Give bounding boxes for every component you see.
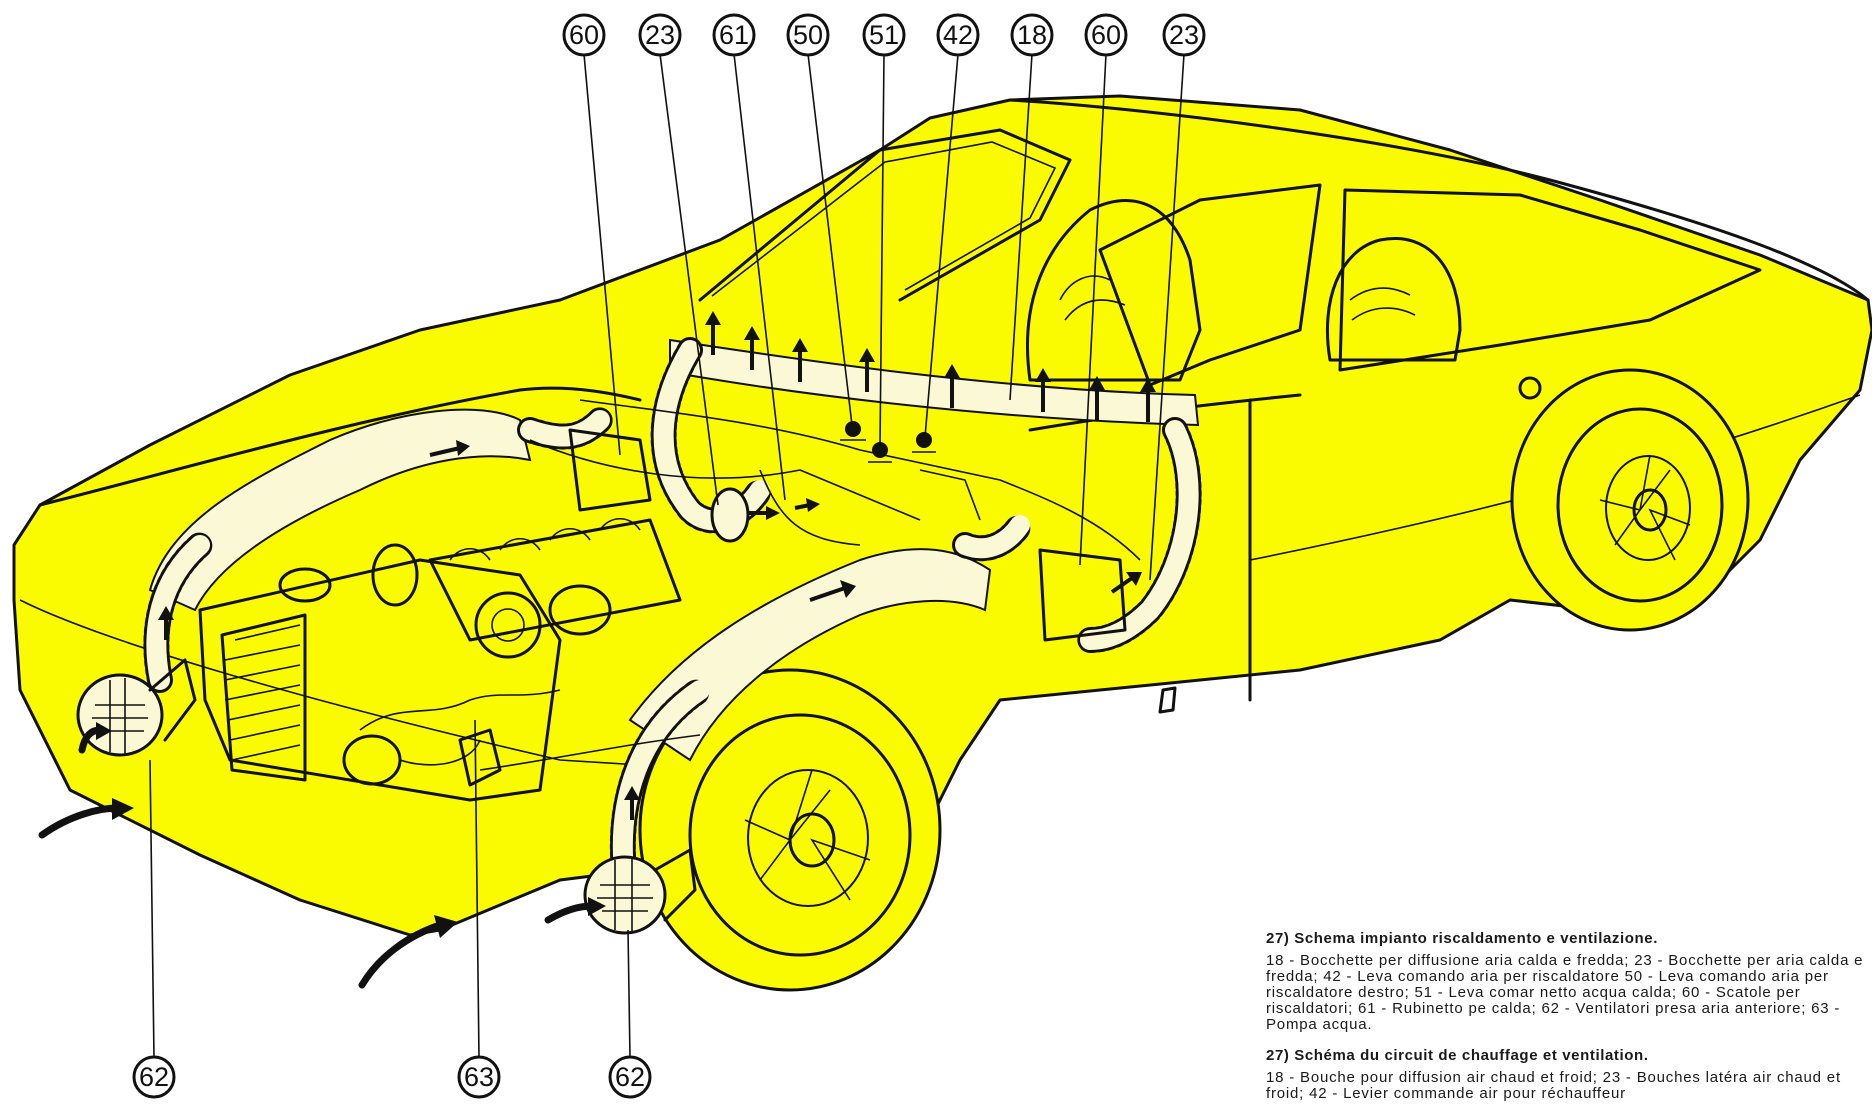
airflow-arrows: [158, 311, 1156, 820]
engine-bay: [198, 517, 682, 802]
callout-label: 60: [569, 20, 599, 50]
callout-42: 42: [936, 13, 980, 57]
callout-62-left: 62: [132, 1055, 176, 1099]
control-levers: [840, 421, 936, 463]
callout-label: 63: [464, 1062, 494, 1092]
diagram-caption: 27) Schema impianto riscaldamento e vent…: [1266, 930, 1872, 1108]
right-air-duct: [628, 548, 992, 762]
callout-63: 63: [457, 1055, 501, 1099]
callout-18: 18: [1010, 13, 1054, 57]
callout-label: 51: [869, 20, 899, 50]
air-intake-arrows: [38, 722, 606, 989]
callout-50: 50: [786, 13, 830, 57]
bumper-line: [19, 599, 641, 766]
callout-label: 23: [645, 20, 675, 50]
control-cables: [479, 399, 1141, 771]
windshield-frame: [698, 128, 1072, 302]
side-window-rear: [1338, 188, 1762, 372]
callout-62-right: 62: [608, 1055, 652, 1099]
callout-label: 23: [1169, 20, 1199, 50]
callout-label: 60: [1091, 20, 1121, 50]
callout-23-right: 23: [1162, 13, 1206, 57]
callout-label: 62: [615, 1062, 645, 1092]
front-seat: [1026, 199, 1202, 382]
callout-60-left: 60: [562, 13, 606, 57]
callout-label: 18: [1017, 20, 1047, 50]
callout-label: 61: [719, 20, 749, 50]
callout-60-right: 60: [1084, 13, 1128, 57]
caption-title-french: 27) Schéma du circuit de chauffage et ve…: [1266, 1047, 1649, 1064]
rear-seat: [1325, 237, 1462, 362]
rear-wheel: [1510, 368, 1750, 632]
callout-61: 61: [712, 13, 756, 57]
leader-lines: [149, 53, 1185, 1059]
roof-line: [1008, 98, 1870, 302]
hood-line: [38, 386, 642, 507]
callout-label: 50: [793, 20, 823, 50]
callout-label: 62: [139, 1062, 169, 1092]
heater-box-left: [568, 428, 652, 512]
callout-51: 51: [862, 13, 906, 57]
fuel-cap: [1518, 376, 1542, 400]
callout-label: 42: [943, 20, 973, 50]
door-handle: [1158, 686, 1177, 714]
water-pump: [458, 728, 502, 787]
windshield-glass: [711, 141, 1057, 297]
seat-stitching: [1059, 275, 1416, 321]
caption-body-italian: 18 - Bocchette per diffusione aria calda…: [1266, 952, 1864, 1033]
front-right-fan: [583, 848, 697, 935]
heater-box-right: [1038, 548, 1127, 642]
caption-title-italian: 27) Schema impianto riscaldamento e vent…: [1266, 930, 1659, 947]
callout-23-left: 23: [638, 13, 682, 57]
left-air-duct: [148, 408, 532, 612]
caption-body-french: 18 - Bouche pour diffusion air chaud et …: [1266, 1069, 1841, 1102]
front-wheel: [638, 668, 942, 992]
